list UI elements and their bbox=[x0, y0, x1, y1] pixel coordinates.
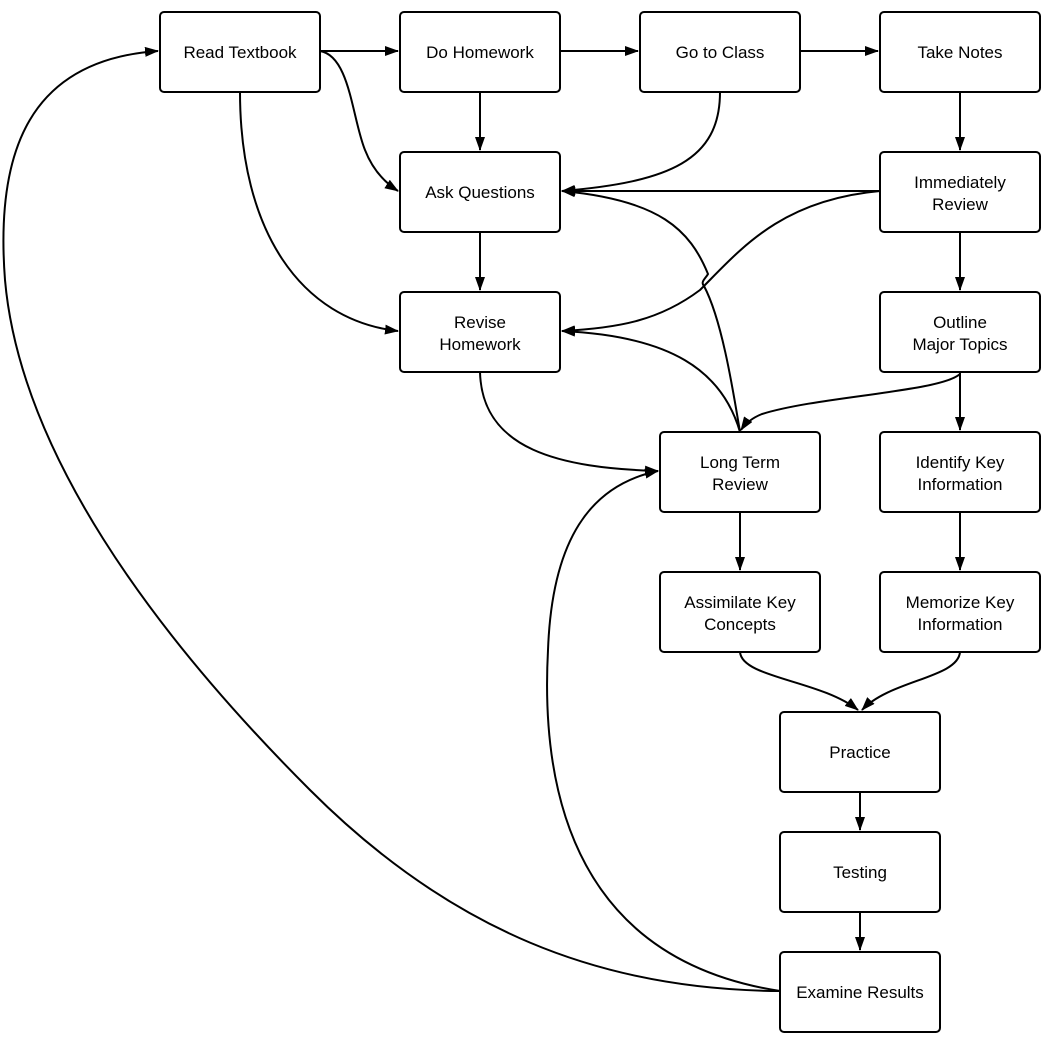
edge-read-textbook-to-ask-questions bbox=[319, 50, 399, 192]
edge-memorize-key-information-to-practice bbox=[861, 651, 961, 711]
node-label-line-2: Information bbox=[917, 615, 1002, 634]
node-long-term-review: Long Term Review bbox=[659, 431, 821, 513]
edge-long-term-review-to-revise-homework bbox=[561, 326, 741, 433]
node-take-notes: Take Notes bbox=[879, 11, 1041, 93]
node-testing: Testing bbox=[779, 831, 941, 913]
edge-assimilate-key-concepts-to-practice bbox=[739, 651, 859, 711]
node-label-line-2: Major Topics bbox=[912, 335, 1007, 354]
node-label: Go to Class bbox=[676, 43, 765, 62]
node-outline-major-topics: Outline Major Topics bbox=[879, 291, 1041, 373]
node-assimilate-key-concepts: Assimilate Key Concepts bbox=[659, 571, 821, 653]
node-identify-key-information: Identify Key Information bbox=[879, 431, 1041, 513]
nodes: Read Textbook Do Homework Go to Class Ta… bbox=[159, 11, 1041, 1033]
node-label: Examine Results bbox=[796, 983, 924, 1002]
node-practice: Practice bbox=[779, 711, 941, 793]
node-label-line-2: Concepts bbox=[704, 615, 776, 634]
edges bbox=[2, 46, 965, 992]
edge-outline-major-topics-to-long-term-review bbox=[740, 373, 961, 431]
node-label-line-1: Identify Key bbox=[916, 453, 1005, 472]
node-examine-results: Examine Results bbox=[779, 951, 941, 1033]
node-label-line-2: Information bbox=[917, 475, 1002, 494]
node-label-line-2: Review bbox=[932, 195, 988, 214]
node-revise-homework: Revise Homework bbox=[399, 291, 561, 373]
node-label: Read Textbook bbox=[183, 43, 297, 62]
node-label-line-2: Homework bbox=[439, 335, 521, 354]
node-go-to-class: Go to Class bbox=[639, 11, 801, 93]
node-label-line-1: Memorize Key bbox=[906, 593, 1015, 612]
node-label-line-1: Long Term bbox=[700, 453, 780, 472]
edge-go-to-class-to-ask-questions bbox=[561, 91, 721, 195]
node-label-line-1: Outline bbox=[933, 313, 987, 332]
edge-examine-results-to-long-term-review bbox=[546, 468, 781, 992]
node-label-line-2: Review bbox=[712, 475, 768, 494]
node-label-line-1: Assimilate Key bbox=[684, 593, 796, 612]
node-immediately-review: Immediately Review bbox=[879, 151, 1041, 233]
node-label-line-1: Immediately bbox=[914, 173, 1006, 192]
node-label: Testing bbox=[833, 863, 887, 882]
node-ask-questions: Ask Questions bbox=[399, 151, 561, 233]
edge-read-textbook-to-revise-homework bbox=[239, 91, 399, 335]
node-label: Ask Questions bbox=[425, 183, 535, 202]
node-read-textbook: Read Textbook bbox=[159, 11, 321, 93]
node-do-homework: Do Homework bbox=[399, 11, 561, 93]
edge-immediately-review-to-revise-homework bbox=[561, 190, 881, 336]
node-memorize-key-information: Memorize Key Information bbox=[879, 571, 1041, 653]
node-label: Do Homework bbox=[426, 43, 534, 62]
edge-examine-results-to-read-textbook bbox=[2, 46, 781, 992]
node-label-line-1: Revise bbox=[454, 313, 506, 332]
edge-revise-homework-to-long-term-review bbox=[479, 371, 659, 476]
node-label: Practice bbox=[829, 743, 890, 762]
edge-long-term-review-to-ask-questions bbox=[561, 187, 741, 433]
node-label: Take Notes bbox=[917, 43, 1002, 62]
